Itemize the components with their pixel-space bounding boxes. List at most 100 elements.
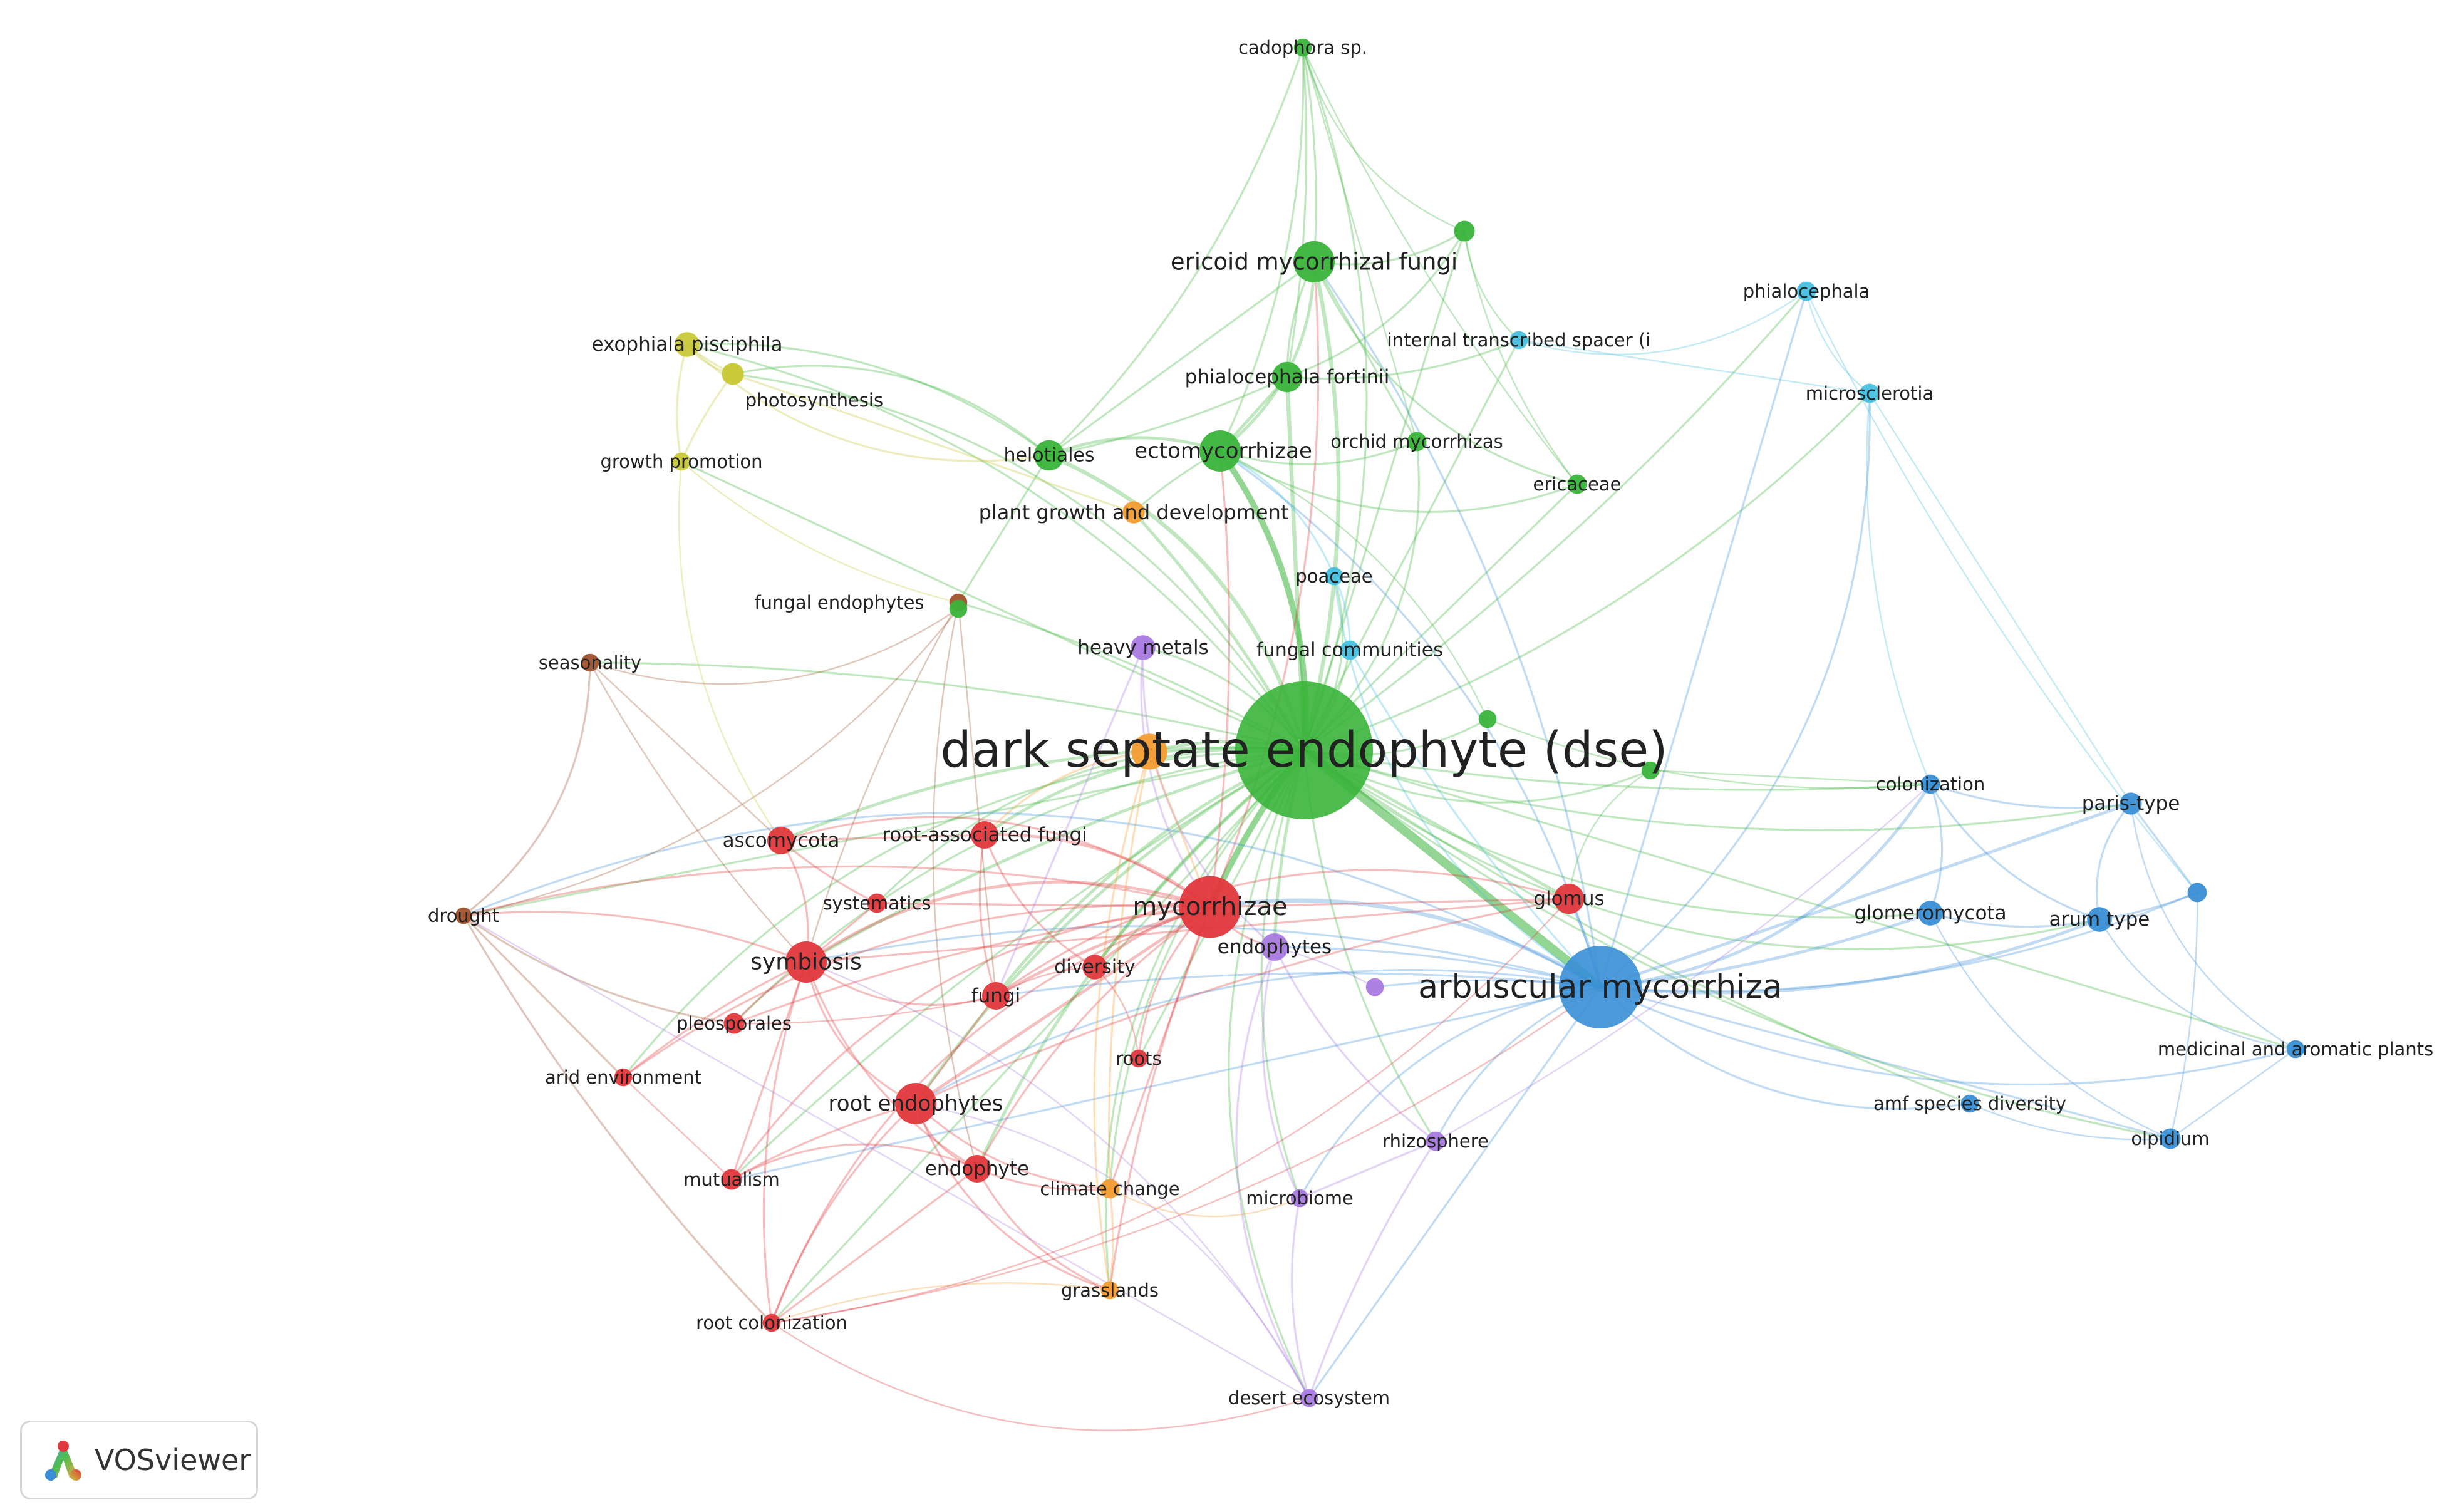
node-label-rhizo[interactable]: rhizosphere <box>1382 1131 1489 1152</box>
node-label-orchid[interactable]: orchid mycorrhizas <box>1330 431 1503 452</box>
node-label-glomero[interactable]: glomeromycota <box>1854 902 2006 924</box>
node-arid[interactable] <box>614 1068 633 1087</box>
node-orchid[interactable] <box>1407 432 1427 452</box>
node-label-myc[interactable]: mycorrhizae <box>1132 893 1287 921</box>
vosviewer-badge[interactable]: VOSviewer <box>20 1421 258 1499</box>
node-glomero[interactable] <box>1918 901 1943 926</box>
node-arum[interactable] <box>2087 907 2112 932</box>
node-label-pgd[interactable]: plant growth and development <box>979 500 1289 524</box>
node-rootcol[interactable] <box>762 1313 781 1332</box>
node-paris[interactable] <box>2120 792 2142 815</box>
node-label-am[interactable]: arbuscular mycorrhiza <box>1418 968 1782 1006</box>
node-label-dse[interactable]: dark septate endophyte (dse) <box>940 722 1667 779</box>
node-label-exoph[interactable]: exophiala pisciphila <box>592 333 783 356</box>
node-label-mutual[interactable]: mutualism <box>683 1169 780 1190</box>
node-mutual[interactable] <box>721 1169 742 1190</box>
node-label-pleo[interactable]: pleosporales <box>676 1013 792 1034</box>
node-asco[interactable] <box>767 827 795 854</box>
node-label-ericoid[interactable]: ericoid mycorrhizal fungi <box>1171 249 1457 276</box>
node-ecto[interactable] <box>1199 430 1241 472</box>
node-label-arid[interactable]: arid environment <box>545 1067 701 1088</box>
node-label-fungend[interactable]: fungal endophytes <box>754 592 924 613</box>
node-desert[interactable] <box>1300 1389 1318 1407</box>
node-diversity[interactable] <box>1082 955 1107 980</box>
node-symb[interactable] <box>785 941 827 983</box>
node-label-symb[interactable]: symbiosis <box>750 950 862 975</box>
node-myc[interactable] <box>1179 876 1241 938</box>
node-label-asco[interactable]: ascomycota <box>723 829 840 852</box>
node-endophytes[interactable] <box>1261 933 1288 961</box>
node-fungcom[interactable] <box>1340 640 1360 660</box>
node-y1[interactable] <box>722 363 744 385</box>
node-roots[interactable] <box>1129 1049 1148 1068</box>
node-helot[interactable] <box>1033 440 1065 471</box>
node-label-drought[interactable]: drought <box>428 905 499 926</box>
node-label-ecto[interactable]: ectomycorrhizae <box>1134 438 1312 463</box>
node-cadophora[interactable] <box>1293 38 1312 57</box>
node-am[interactable] <box>1559 946 1642 1028</box>
node-dse[interactable] <box>1235 681 1373 819</box>
node-exoph[interactable] <box>675 332 700 357</box>
node-drought[interactable] <box>455 907 472 924</box>
node-label-heavy[interactable]: heavy metals <box>1077 636 1208 659</box>
node-grass[interactable] <box>1100 1281 1119 1300</box>
node-climate[interactable] <box>1100 1179 1120 1199</box>
node-label-grass[interactable]: grasslands <box>1061 1280 1159 1301</box>
node-p1[interactable] <box>1365 978 1384 997</box>
node-glomus[interactable] <box>1553 883 1585 914</box>
node-label-microbiome[interactable]: microbiome <box>1246 1188 1354 1209</box>
node-label-diversity[interactable]: diversity <box>1054 956 1135 978</box>
node-endophyte[interactable] <box>963 1155 991 1183</box>
node-label-syst[interactable]: systematics <box>822 893 931 914</box>
node-label-phialo[interactable]: phialocephala <box>1743 281 1870 302</box>
node-label-fungi[interactable]: fungi <box>971 985 1021 1007</box>
node-label-colon[interactable]: colonization <box>1876 774 1985 795</box>
node-g4[interactable] <box>1641 761 1660 780</box>
node-label-endophytes[interactable]: endophytes <box>1218 936 1332 958</box>
node-pleo[interactable] <box>723 1013 745 1034</box>
node-label-desert[interactable]: desert ecosystem <box>1228 1387 1390 1409</box>
node-season[interactable] <box>581 653 599 672</box>
node-b1[interactable] <box>2187 883 2207 903</box>
node-microscl[interactable] <box>1860 383 1880 403</box>
node-phialo[interactable] <box>1796 281 1816 301</box>
node-g3[interactable] <box>1478 710 1497 728</box>
node-label-season[interactable]: seasonality <box>539 652 641 673</box>
node-microbiome[interactable] <box>1290 1189 1309 1208</box>
node-colon[interactable] <box>1920 774 1940 794</box>
node-label-arum[interactable]: arum type <box>2049 908 2150 931</box>
node-label-rootendo[interactable]: root endophytes <box>828 1091 1003 1116</box>
node-rhizo[interactable] <box>1426 1131 1446 1151</box>
node-g2[interactable] <box>949 599 968 618</box>
node-label-ericaceae[interactable]: ericaceae <box>1533 474 1622 495</box>
node-ericaceae[interactable] <box>1567 474 1587 494</box>
node-ericoid[interactable] <box>1293 241 1335 282</box>
node-growthprom[interactable] <box>672 452 691 471</box>
node-label-growthprom[interactable]: growth promotion <box>600 451 762 472</box>
node-label-phialfort[interactable]: phialocephala fortinii <box>1185 366 1390 388</box>
node-label-climate[interactable]: climate change <box>1040 1178 1179 1199</box>
node-amfdiv[interactable] <box>1960 1094 1979 1113</box>
node-label-endophyte[interactable]: endophyte <box>925 1157 1029 1180</box>
node-label-fungcom[interactable]: fungal communities <box>1256 639 1443 661</box>
node-label-photo[interactable]: photosynthesis <box>745 390 883 411</box>
node-label-its[interactable]: internal transcribed spacer (i <box>1387 329 1650 351</box>
node-label-olpid[interactable]: olpidium <box>2131 1128 2209 1149</box>
node-heavy[interactable] <box>1131 635 1156 660</box>
node-label-amfdiv[interactable]: amf species diversity <box>1873 1093 2066 1114</box>
node-label-medic[interactable]: medicinal and aromatic plants <box>2158 1038 2433 1060</box>
node-label-cadophora[interactable]: cadophora sp. <box>1238 37 1367 58</box>
node-label-glomus[interactable]: glomus <box>1533 888 1604 910</box>
node-label-microscl[interactable]: microsclerotia <box>1806 383 1934 404</box>
node-g1[interactable] <box>1454 220 1475 242</box>
node-rootendo[interactable] <box>895 1083 936 1124</box>
node-raf[interactable] <box>971 821 998 849</box>
node-medic[interactable] <box>2286 1040 2305 1059</box>
node-its[interactable] <box>1509 331 1528 350</box>
node-label-raf[interactable]: root-associated fungi <box>882 824 1087 846</box>
node-orange1[interactable] <box>1131 733 1167 770</box>
node-label-paris[interactable]: paris-type <box>2082 792 2180 815</box>
node-olpid[interactable] <box>2160 1128 2181 1149</box>
node-label-roots[interactable]: roots <box>1116 1048 1161 1069</box>
node-fungi[interactable] <box>982 982 1010 1010</box>
